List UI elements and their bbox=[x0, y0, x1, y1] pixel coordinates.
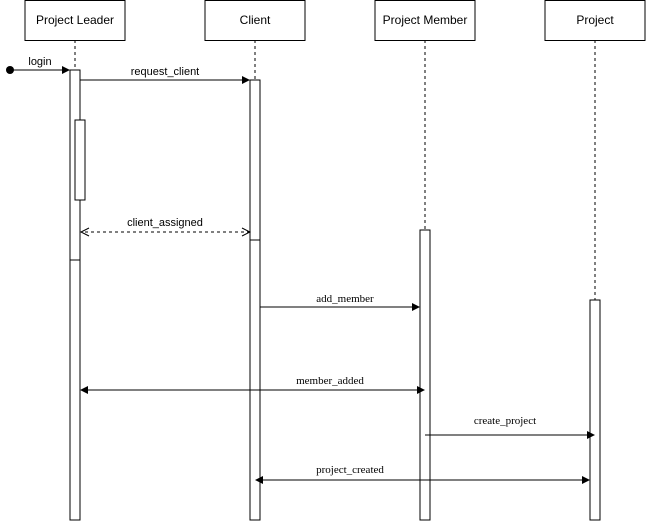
participant-label: Project Member bbox=[383, 13, 468, 27]
participant-label: Project bbox=[576, 13, 614, 27]
activation-project bbox=[589, 299, 601, 521]
participant-project-member[interactable]: Project Member bbox=[374, 0, 476, 41]
message-label: project_created bbox=[316, 464, 384, 476]
message-add-member: add_member bbox=[260, 293, 420, 311]
message-label: member_added bbox=[296, 375, 364, 387]
activation-leader-2 bbox=[69, 259, 81, 521]
activation-client-1 bbox=[249, 79, 261, 241]
message-member-added: member_added bbox=[80, 375, 425, 394]
message-login: login bbox=[6, 56, 70, 74]
participant-project-leader[interactable]: Project Leader bbox=[24, 0, 126, 41]
message-client-assigned: client_assigned bbox=[79, 217, 250, 237]
participant-client[interactable]: Client bbox=[204, 0, 306, 41]
message-request-client: request_client bbox=[80, 66, 250, 84]
activation-member bbox=[419, 229, 431, 521]
message-label: client_assigned bbox=[127, 217, 203, 229]
message-create-project: create_project bbox=[425, 415, 595, 439]
message-label: request_client bbox=[131, 66, 200, 78]
participant-label: Client bbox=[240, 13, 271, 27]
activation-client-2 bbox=[249, 239, 261, 521]
message-label: add_member bbox=[316, 293, 374, 305]
participant-project[interactable]: Project bbox=[544, 0, 646, 41]
activation-leader-nested bbox=[74, 119, 86, 201]
participant-label: Project Leader bbox=[36, 13, 114, 27]
message-project-created: project_created bbox=[255, 464, 590, 484]
message-label: login bbox=[28, 56, 51, 68]
message-label: create_project bbox=[474, 415, 536, 427]
